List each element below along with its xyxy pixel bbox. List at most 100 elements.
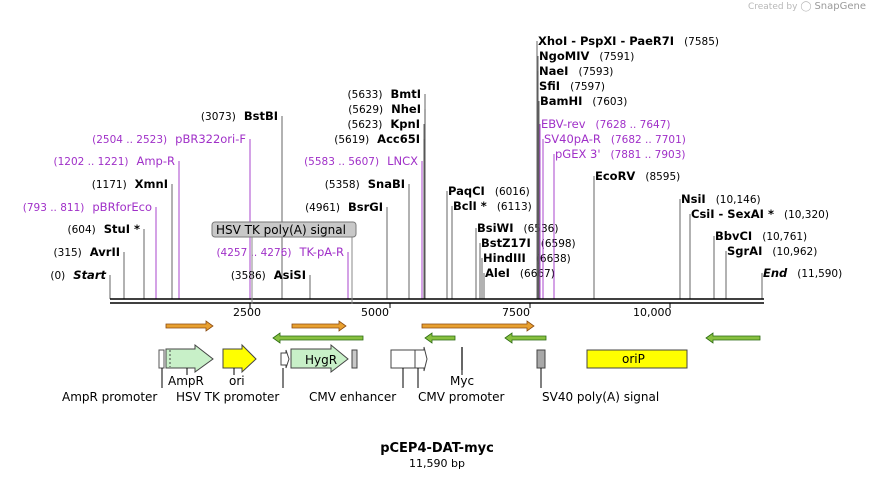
restriction-site[interactable]: End(11,590) xyxy=(761,266,842,299)
site-position: (6638) xyxy=(536,253,571,265)
site-position: (3586) xyxy=(231,270,266,282)
ruler-label: 10,000 xyxy=(633,306,672,319)
restriction-site[interactable]: (604) StuI * xyxy=(68,222,145,299)
site-name: BbvCI xyxy=(715,229,752,243)
site-position: (1171) xyxy=(92,179,127,191)
restriction-site[interactable]: HindIII(6638) xyxy=(481,251,571,299)
snapgene-logo-icon: ◯ xyxy=(800,1,812,12)
site-label: BsiWI(6536) xyxy=(477,221,558,235)
site-label: PaqCI(6016) xyxy=(448,184,530,198)
restriction-site[interactable]: (3586)AsiSI xyxy=(231,268,311,299)
restriction-site[interactable]: EcoRV(8595) xyxy=(593,169,680,299)
site-name: BclI * xyxy=(453,199,487,213)
site-position: (10,320) xyxy=(784,209,829,221)
restriction-site[interactable]: (315)AvrII xyxy=(54,245,125,299)
site-name: BstBI xyxy=(244,109,278,123)
site-name: AvrII xyxy=(90,245,120,259)
site-name: NaeI xyxy=(539,64,568,78)
site-position: (7591) xyxy=(599,51,634,63)
primer-site[interactable]: (793 .. 811)pBRforEco xyxy=(23,200,157,299)
site-name: LNCX xyxy=(387,154,418,168)
site-label: NsiI(10,146) xyxy=(681,192,761,206)
site-position: (6113) xyxy=(497,201,532,213)
site-position: (604) xyxy=(68,224,96,236)
site-name: KpnI xyxy=(390,117,420,131)
restriction-site[interactable]: NsiI(10,146) xyxy=(679,192,761,299)
restriction-site[interactable]: (1171)XmnI xyxy=(92,177,173,299)
site-name: SfiI xyxy=(539,79,560,93)
primer-site[interactable]: (2504 .. 2523)pBR322ori-F xyxy=(92,132,251,299)
site-name: EBV-rev xyxy=(541,117,586,131)
restriction-site[interactable]: PaqCI(6016) xyxy=(446,184,530,299)
primer-arrows xyxy=(165,320,761,344)
site-label: NgoMIV (7591) xyxy=(539,49,634,63)
site-label: AleI(6667) xyxy=(485,266,555,280)
site-name: BmtI xyxy=(390,87,421,101)
primer-site[interactable]: EBV-rev(7628 .. 7647) xyxy=(539,117,671,299)
site-name: EcoRV xyxy=(595,169,635,183)
site-label: (1171)XmnI xyxy=(92,177,168,191)
site-position: (5623) xyxy=(347,119,382,131)
hsv-tk-polya-callout[interactable]: HSV TK poly(A) signal xyxy=(211,221,357,304)
site-label: BbvCI (10,761) xyxy=(715,229,807,243)
site-name: End xyxy=(763,266,788,280)
restriction-site[interactable]: AleI(6667) xyxy=(483,266,555,299)
ruler: 2500 5000 7500 10,000 xyxy=(233,303,672,319)
site-position: (6598) xyxy=(541,238,576,250)
primer-site[interactable]: pGEX 3'(7881 .. 7903) xyxy=(553,147,686,299)
site-position: (3073) xyxy=(201,111,236,123)
ori-label: ori xyxy=(229,374,245,388)
site-label: SfiI(7597) xyxy=(539,79,605,93)
restriction-site[interactable]: BstZ17I (6598) xyxy=(479,236,576,299)
primer-site[interactable]: (4257 .. 4276)TK-pA-R xyxy=(216,245,349,299)
restriction-site[interactable]: (5623) KpnI xyxy=(347,117,425,299)
site-label: (5583 .. 5607)LNCX xyxy=(304,154,418,168)
restriction-site[interactable]: (5358)SnaBI xyxy=(325,177,410,299)
site-name: NgoMIV xyxy=(539,49,589,63)
restriction-site[interactable]: SgrAI(10,962) xyxy=(725,244,817,299)
site-position: (10,962) xyxy=(772,246,817,258)
site-label: EBV-rev(7628 .. 7647) xyxy=(541,117,671,131)
site-position: (4961) xyxy=(305,202,340,214)
site-label: SgrAI(10,962) xyxy=(727,244,817,258)
restriction-site[interactable]: (0)Start xyxy=(50,268,111,299)
restriction-site[interactable]: BsiWI(6536) xyxy=(475,221,558,299)
orip-label: oriP xyxy=(622,352,645,366)
site-name: BamHI xyxy=(540,94,582,108)
site-position: (0) xyxy=(50,270,65,282)
site-position: (2504 .. 2523) xyxy=(92,134,167,146)
restriction-site[interactable]: (5633) BmtI xyxy=(348,87,426,299)
site-name: XhoI - PspXI - PaeR7I xyxy=(538,34,674,48)
site-position: (5629) xyxy=(348,104,383,116)
site-name: BstZ17I xyxy=(481,236,531,250)
features: oriP HygR xyxy=(158,343,688,374)
site-label: (5633) BmtI xyxy=(348,87,421,101)
restriction-site[interactable]: XhoI - PspXI - PaeR7I(7585) xyxy=(536,34,719,299)
restriction-site[interactable]: SfiI(7597) xyxy=(537,79,605,299)
branding-name: SnapGene xyxy=(814,1,866,12)
promoter-label: CMV enhancer xyxy=(309,390,396,404)
restriction-site[interactable]: (3073) BstBI xyxy=(201,109,283,299)
site-name: BsiWI xyxy=(477,221,514,235)
restriction-site[interactable]: (4961)BsrGI xyxy=(305,200,388,299)
primer-site[interactable]: (1202 .. 1221)Amp-R xyxy=(53,154,180,299)
site-label: (1202 .. 1221)Amp-R xyxy=(53,154,175,168)
site-name: SV40pA-R xyxy=(544,132,601,146)
primer-site[interactable]: SV40pA-R(7682 .. 7701) xyxy=(542,132,686,299)
primer-site[interactable]: (5583 .. 5607)LNCX xyxy=(304,154,423,299)
hygr-label: HygR xyxy=(305,353,337,367)
site-position: (793 .. 811) xyxy=(23,202,85,214)
site-name: NsiI xyxy=(681,192,706,206)
restriction-site[interactable]: CsiI - SexAI * (10,320) xyxy=(689,207,829,299)
restriction-site[interactable]: BbvCI (10,761) xyxy=(713,229,807,299)
site-name: CsiI - SexAI * xyxy=(691,207,774,221)
site-label: (315)AvrII xyxy=(54,245,120,259)
site-position: (10,761) xyxy=(762,231,807,243)
feature-labels: AmpR ori Myc AmpR promoter HSV TK promot… xyxy=(62,374,659,404)
site-name: AleI xyxy=(485,266,510,280)
site-label: (0)Start xyxy=(50,268,106,282)
restriction-site[interactable]: BclI * (6113) xyxy=(451,199,532,299)
site-position: (5633) xyxy=(348,89,383,101)
restriction-site[interactable]: BamHI(7603) xyxy=(538,94,627,299)
site-name: StuI * xyxy=(104,222,140,236)
